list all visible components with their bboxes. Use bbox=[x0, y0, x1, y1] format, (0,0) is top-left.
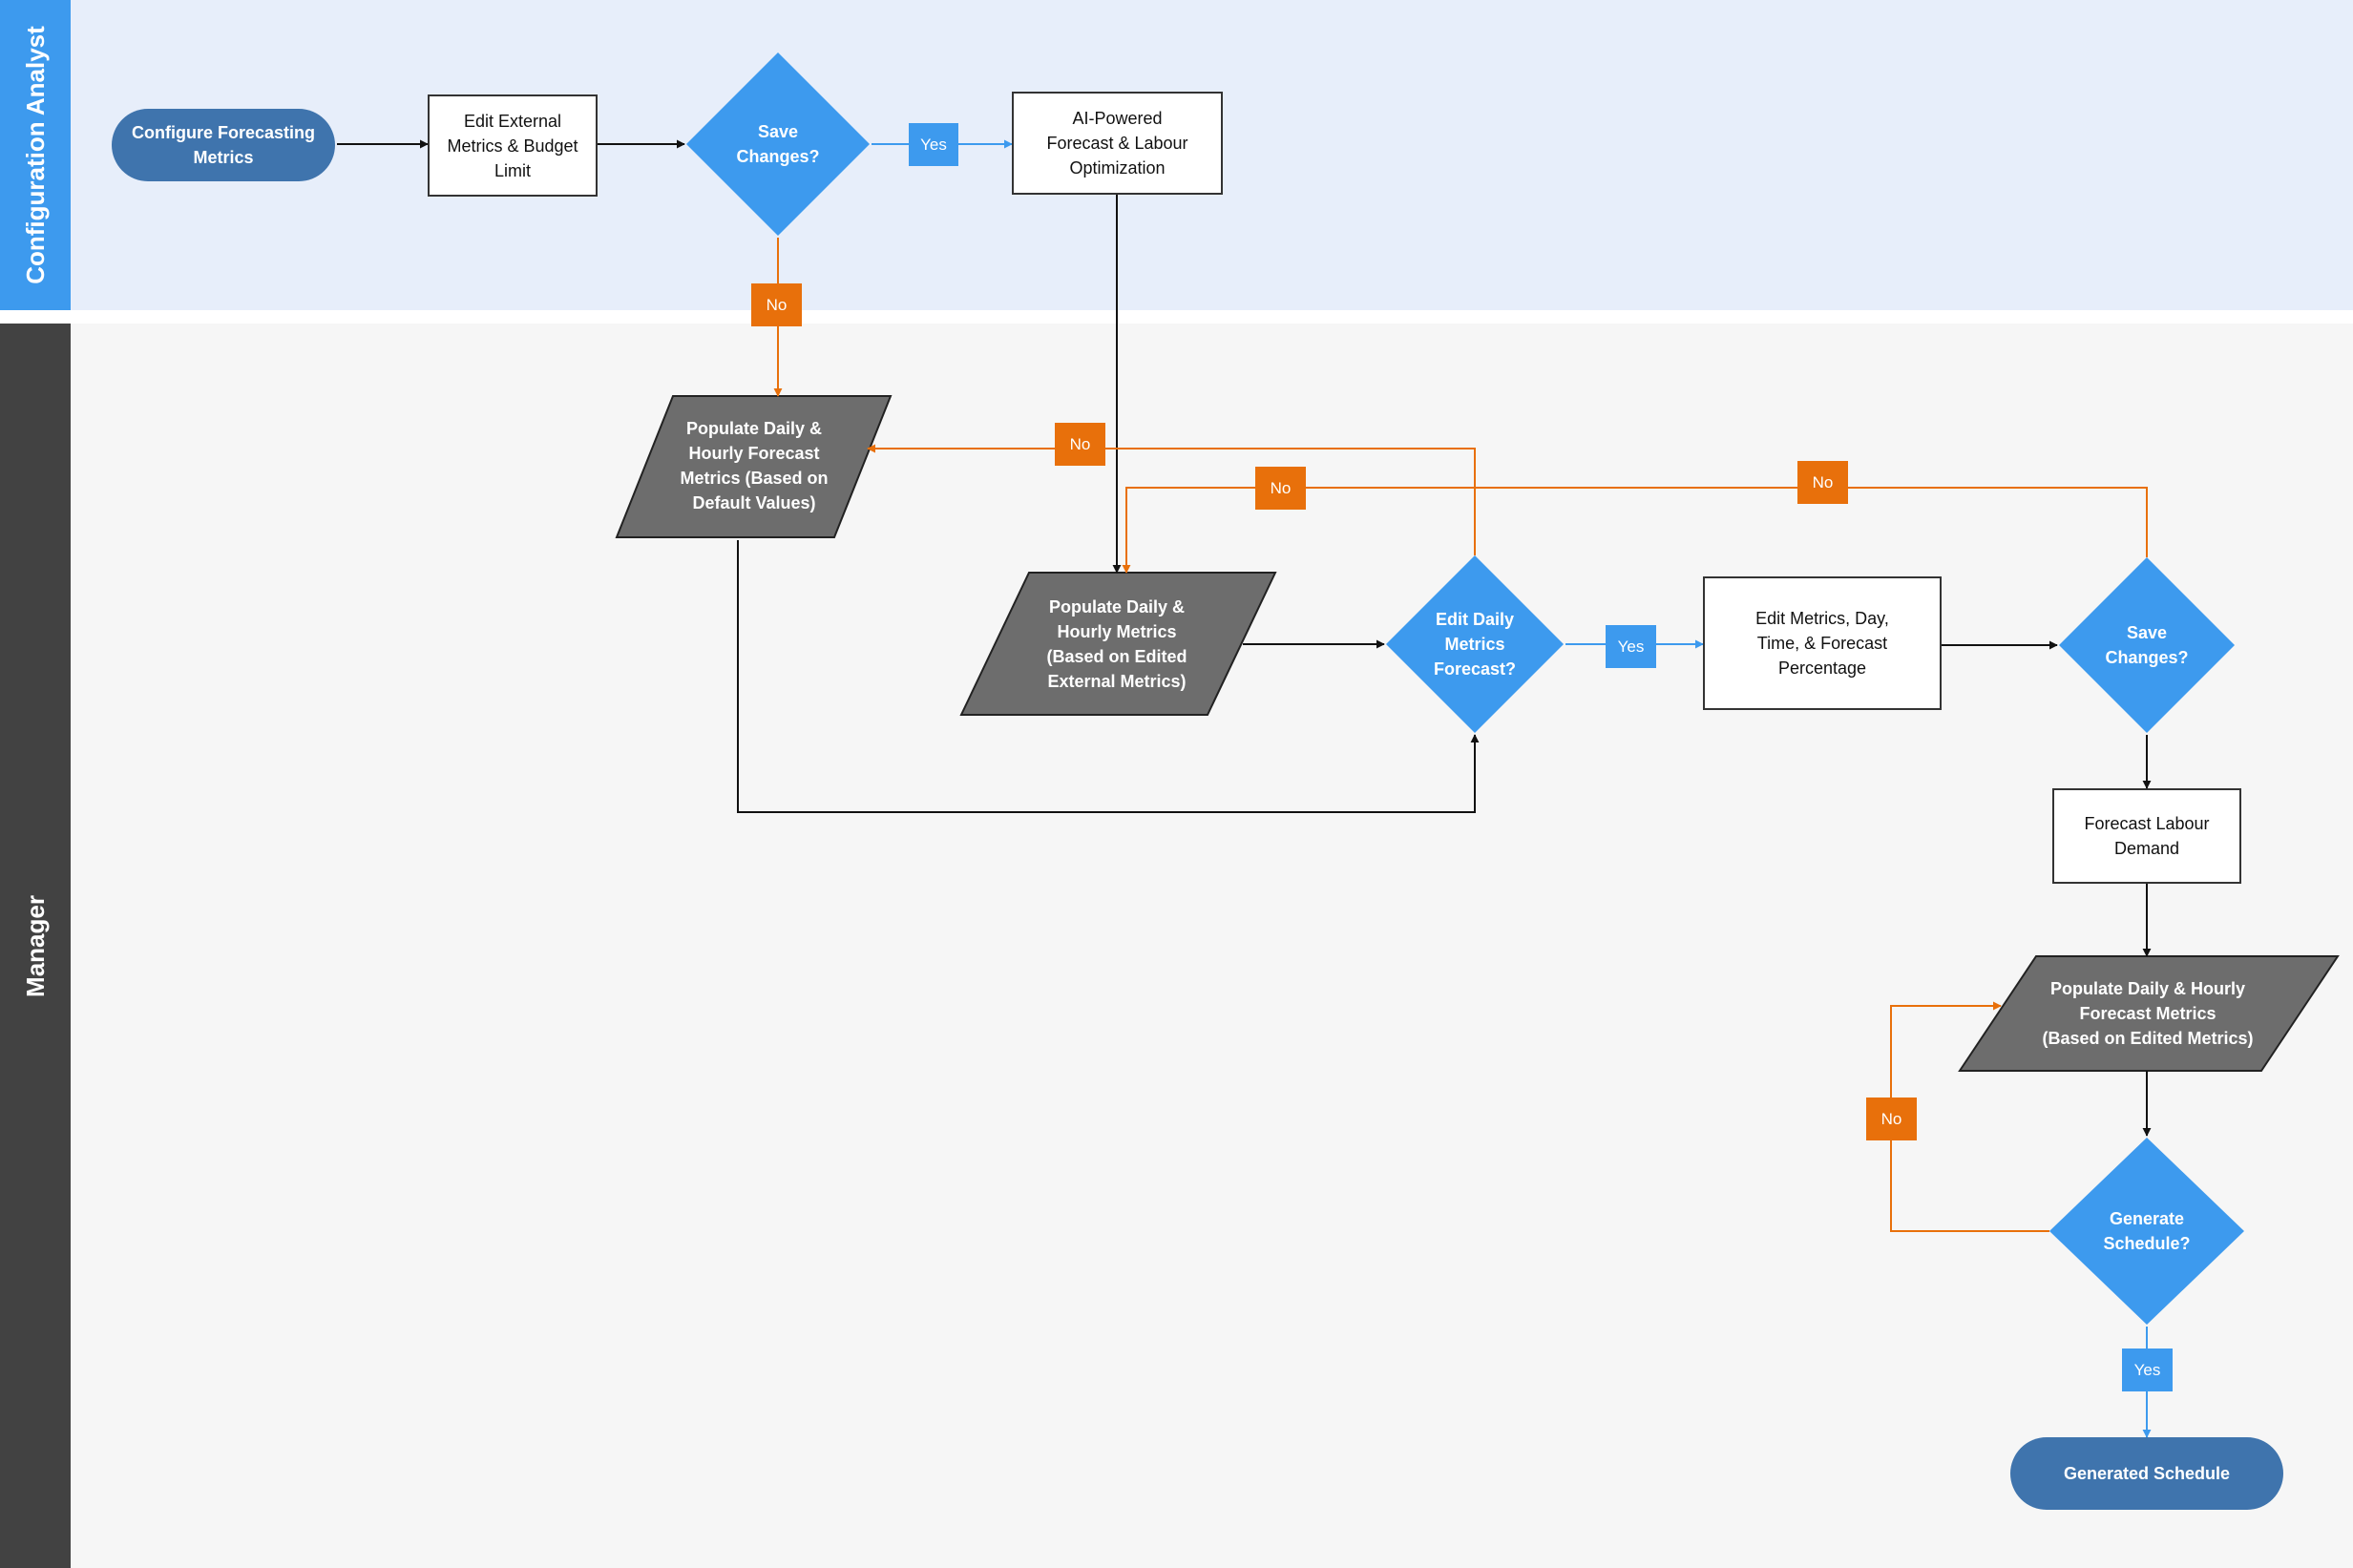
start-configure-forecasting-metrics: Configure Forecasting Metrics bbox=[112, 109, 335, 181]
edge-populate-default-to-edit-daily bbox=[737, 540, 1480, 813]
data-populate-external-shape bbox=[959, 572, 1277, 716]
edge-label-yes-save-1: Yes bbox=[909, 123, 958, 166]
lane-manager-bg bbox=[0, 324, 2353, 1568]
data-populate-default-label: Populate Daily & Hourly Forecast Metrics… bbox=[680, 419, 829, 512]
edge-label-no-generate: No bbox=[1866, 1098, 1917, 1140]
decision-generate-schedule-shape bbox=[2049, 1138, 2244, 1325]
decision-edit-daily-label: Edit Daily Metrics Forecast? bbox=[1433, 610, 1517, 679]
edge-label-no-save-1: No bbox=[751, 283, 802, 326]
end-generated-schedule: Generated Schedule bbox=[2010, 1437, 2283, 1510]
decision-generate-schedule-label: Generate Schedule? bbox=[2103, 1209, 2191, 1253]
data-populate-external-label: Populate Daily & Hourly Metrics (Based o… bbox=[1046, 597, 1187, 691]
lane-manager-header: Manager bbox=[0, 324, 71, 1568]
edge-save-2-no-to-populate-external bbox=[1122, 487, 2148, 574]
process-forecast-labour-demand: Forecast Labour Demand bbox=[2052, 788, 2241, 884]
process-edit-metrics-day-time: Edit Metrics, Day, Time, & Forecast Perc… bbox=[1703, 576, 1942, 710]
decision-save-changes-2-label: Save Changes? bbox=[2105, 623, 2189, 667]
data-populate-edited-label: Populate Daily & Hourly Forecast Metrics… bbox=[2042, 979, 2254, 1048]
edge-label-no-edit-daily: No bbox=[1055, 423, 1105, 466]
decision-edit-daily-shape bbox=[1386, 555, 1564, 733]
lane-configuration-analyst-header: Configuration Analyst bbox=[0, 0, 71, 310]
edge-label-no-save-2-left: No bbox=[1255, 467, 1306, 510]
edge-label-no-save-2-right: No bbox=[1797, 461, 1848, 504]
data-populate-default-shape bbox=[615, 395, 893, 538]
decision-save-changes-1-shape bbox=[686, 52, 870, 236]
decision-save-changes-2-shape bbox=[2059, 557, 2235, 733]
edge-edit-daily-no-to-populate-default bbox=[867, 444, 1476, 555]
edge-label-yes-edit-daily: Yes bbox=[1606, 625, 1656, 668]
data-populate-edited-shape bbox=[1958, 955, 2340, 1072]
process-ai-powered-optimization: AI-Powered Forecast & Labour Optimizatio… bbox=[1012, 92, 1223, 195]
process-edit-external-metrics: Edit External Metrics & Budget Limit bbox=[428, 94, 598, 197]
edge-label-yes-generate: Yes bbox=[2122, 1348, 2173, 1391]
decision-save-changes-1-label: Save Changes? bbox=[736, 122, 820, 166]
